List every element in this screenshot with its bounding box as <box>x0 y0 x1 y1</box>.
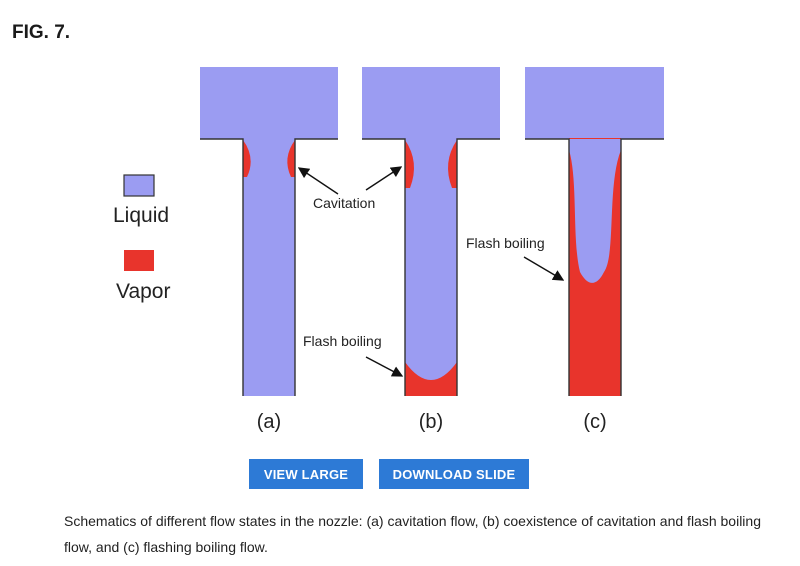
nozzle-a <box>200 67 338 396</box>
nozzle-c <box>525 67 664 396</box>
legend-liquid-label: Liquid <box>113 204 169 227</box>
flash-boiling-arrow-b <box>365 356 404 377</box>
flash-boiling-annotation-b: Flash boiling <box>303 333 382 349</box>
figure-caption: Schematics of different flow states in t… <box>64 513 761 555</box>
download-slide-button[interactable]: DOWNLOAD SLIDE <box>379 459 529 489</box>
flash-boiling-arrow-c <box>523 256 565 281</box>
panel-label-a: (a) <box>257 411 281 433</box>
view-large-button[interactable]: VIEW LARGE <box>249 459 363 489</box>
legend-vapor-label: Vapor <box>116 280 170 303</box>
panel-label-b: (b) <box>419 411 443 433</box>
legend-liquid-swatch <box>123 174 155 197</box>
nozzle-flow-diagram: Liquid Vapor Cavitation Flash boiling Fl… <box>113 67 664 433</box>
legend-vapor-swatch <box>124 250 154 271</box>
cavitation-arrow-right <box>365 166 403 191</box>
cavitation-arrow-left <box>297 167 339 195</box>
figure-label: FIG. 7. <box>12 22 71 43</box>
cavitation-annotation: Cavitation <box>313 195 375 211</box>
nozzle-b <box>362 67 500 396</box>
flash-boiling-annotation-c: Flash boiling <box>466 235 545 251</box>
panel-label-c: (c) <box>583 411 606 433</box>
